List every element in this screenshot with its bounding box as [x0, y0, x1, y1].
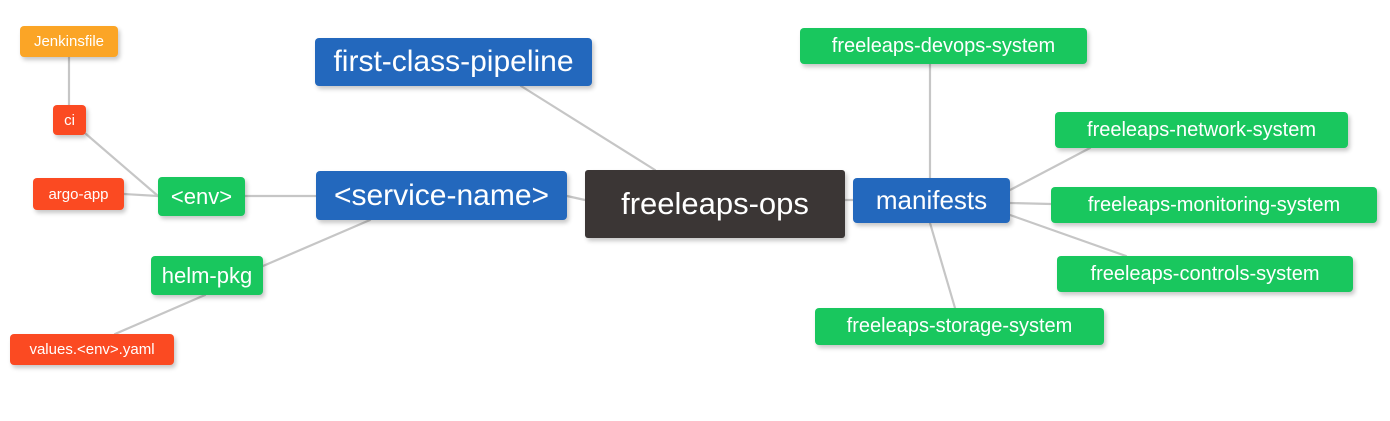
node-label: Jenkinsfile	[33, 33, 105, 50]
node-env[interactable]: <env>	[158, 177, 245, 216]
edge-helmpkg-servicename	[261, 218, 372, 268]
edge-manifests-monitoring	[1008, 201, 1053, 206]
node-label: freeleaps-ops	[621, 186, 809, 221]
node-label: freeleaps-network-system	[1087, 118, 1316, 141]
node-values-yaml[interactable]: values.<env>.yaml	[10, 334, 174, 365]
node-helm-pkg[interactable]: helm-pkg	[151, 256, 263, 295]
edge-firstclasspipeline-root	[519, 84, 657, 172]
node-freeleaps-network-system[interactable]: freeleaps-network-system	[1055, 112, 1348, 148]
node-label: freeleaps-controls-system	[1090, 262, 1320, 285]
edge-servicename-root	[565, 194, 587, 202]
node-service-name[interactable]: <service-name>	[316, 171, 567, 220]
node-freeleaps-storage-system[interactable]: freeleaps-storage-system	[815, 308, 1104, 345]
node-label: <env>	[170, 183, 233, 209]
node-label: freeleaps-monitoring-system	[1087, 193, 1341, 216]
node-label: freeleaps-devops-system	[831, 34, 1056, 57]
node-first-class-pipeline[interactable]: first-class-pipeline	[315, 38, 592, 86]
node-freeleaps-devops-system[interactable]: freeleaps-devops-system	[800, 28, 1087, 64]
node-freeleaps-ops[interactable]: freeleaps-ops	[585, 170, 845, 238]
node-freeleaps-controls-system[interactable]: freeleaps-controls-system	[1057, 256, 1353, 292]
node-label: manifests	[875, 185, 988, 215]
edge-manifests-storage	[928, 221, 957, 310]
node-label: ci	[64, 111, 75, 129]
edge-argoapp-env	[122, 192, 160, 198]
node-jenkinsfile[interactable]: Jenkinsfile	[20, 26, 118, 57]
node-label: helm-pkg	[161, 262, 253, 288]
node-label: values.<env>.yaml	[29, 341, 155, 358]
edge-manifests-network	[1008, 146, 1092, 192]
node-label: argo-app	[48, 185, 109, 203]
node-label: <service-name>	[333, 178, 550, 212]
node-manifests[interactable]: manifests	[853, 178, 1010, 223]
node-ci[interactable]: ci	[53, 105, 86, 135]
edge-values-helmpkg	[113, 293, 207, 336]
node-freeleaps-monitoring-system[interactable]: freeleaps-monitoring-system	[1051, 187, 1377, 223]
node-argo-app[interactable]: argo-app	[33, 178, 124, 210]
node-label: first-class-pipeline	[333, 45, 574, 78]
node-label: freeleaps-storage-system	[846, 315, 1073, 337]
